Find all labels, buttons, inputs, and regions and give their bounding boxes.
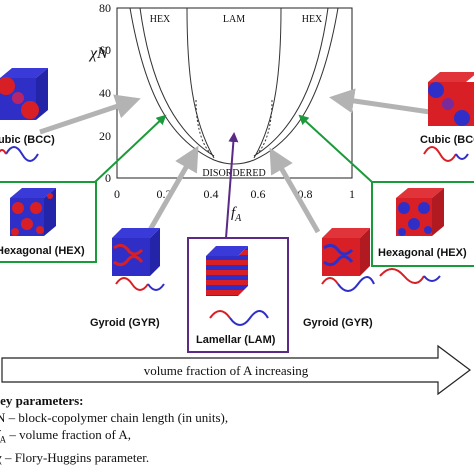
- arrow-gyr-right: [269, 147, 321, 234]
- hex-lam-boundary-left: [186, 7, 215, 159]
- x-tick: 0.4: [204, 187, 219, 201]
- label-bcc-left: Cubic (BCC): [0, 134, 55, 146]
- chain-icon-red: [379, 268, 425, 284]
- key-line-n: N – block-copolymer chain length (in uni…: [0, 410, 229, 425]
- arrow-bcc-right: [329, 88, 431, 115]
- region-label-hex-right: HEX: [302, 14, 323, 25]
- chain-icon-blue: [229, 310, 269, 326]
- region-label-lam: LAM: [223, 14, 245, 25]
- x-tick: 0.8: [298, 187, 313, 201]
- label-lam: Lamellar (LAM): [196, 334, 276, 346]
- cube-lam: [206, 256, 238, 296]
- morphology-hex-right: Hexagonal (HEX): [371, 181, 474, 284]
- hex-right-frame: [371, 181, 474, 267]
- gyroid-boundary-left: [195, 99, 215, 157]
- region-label-disordered: DISORDERED: [202, 168, 265, 179]
- morphology-lam: Lamellar (LAM): [187, 237, 289, 353]
- y-tick: 0: [105, 171, 111, 185]
- label-gyr-left: Gyroid (GYR): [90, 317, 160, 329]
- key-line-chi: χ – Flory-Huggins parameter.: [0, 449, 150, 465]
- y-axis-label: χN: [88, 45, 109, 62]
- label-gyr-right: Gyroid (GYR): [303, 317, 373, 329]
- chain-icon-blue: [147, 283, 165, 291]
- arrow-label: volume fraction of A increasing: [144, 363, 309, 378]
- key-parameters: Key parameters: N – block-copolymer chai…: [0, 392, 474, 466]
- chain-icon-blue: [337, 276, 375, 292]
- phase-plot: χN 80 60 40 20 0 0 0.2 0.4 0.6 0.8 1 fA …: [88, 1, 355, 224]
- bcc-hex-boundary-left: [139, 7, 215, 157]
- label-bcc-right: Cubic (BCC): [420, 134, 474, 146]
- morphology-gyr-left: Gyroid (GYR): [90, 228, 165, 329]
- key-line-fa: fA – volume fraction of A,: [0, 427, 132, 445]
- lam-frame: [187, 237, 289, 353]
- arrow-lam: [225, 132, 239, 239]
- x-tick: 0: [114, 187, 120, 201]
- key-title: Key parameters:: [0, 393, 84, 408]
- morphology-hex-left: Hexagonal (HEX): [0, 181, 97, 263]
- chain-icon-red: [115, 277, 149, 291]
- volume-fraction-arrow: volume fraction of A increasing: [1, 344, 471, 396]
- chain-icon-red: [209, 310, 231, 319]
- x-axis-label: fA: [231, 205, 242, 224]
- x-tick: 1: [349, 187, 355, 201]
- label-hex-left: Hexagonal (HEX): [0, 245, 85, 257]
- odt-curve: [129, 7, 339, 165]
- chain-icon-blue: [455, 153, 469, 160]
- arrow-hex-left: [0, 114, 167, 183]
- chain-icon-red: [0, 149, 7, 155]
- y-tick: 40: [99, 86, 111, 100]
- y-tick: 60: [99, 43, 111, 57]
- x-tick: 0.6: [251, 187, 266, 201]
- cube-bcc-left: [0, 68, 48, 120]
- bcc-hex-boundary-right: [253, 7, 329, 157]
- label-hex-right: Hexagonal (HEX): [378, 247, 467, 259]
- chain-icon: [5, 146, 39, 162]
- gyroid-boundary-right: [253, 99, 273, 157]
- arrow-bcc-left: [39, 94, 141, 135]
- y-tick: 80: [99, 1, 111, 15]
- hex-left-frame: [0, 181, 97, 263]
- morphology-bcc-left: Cubic (BCC): [0, 68, 55, 162]
- morphology-gyr-right: Gyroid (GYR): [303, 228, 375, 329]
- chain-icon-blue: [423, 275, 441, 282]
- morphology-bcc-right: Cubic (BCC): [420, 72, 474, 162]
- hex-lam-boundary-right: [253, 7, 282, 159]
- y-tick: 20: [99, 129, 111, 143]
- plot-frame: [116, 7, 353, 179]
- arrow-gyr-left: [147, 145, 199, 232]
- region-label-hex-left: HEX: [150, 14, 171, 25]
- chain-icon-red: [321, 277, 339, 285]
- chain-icon-red: [423, 146, 457, 162]
